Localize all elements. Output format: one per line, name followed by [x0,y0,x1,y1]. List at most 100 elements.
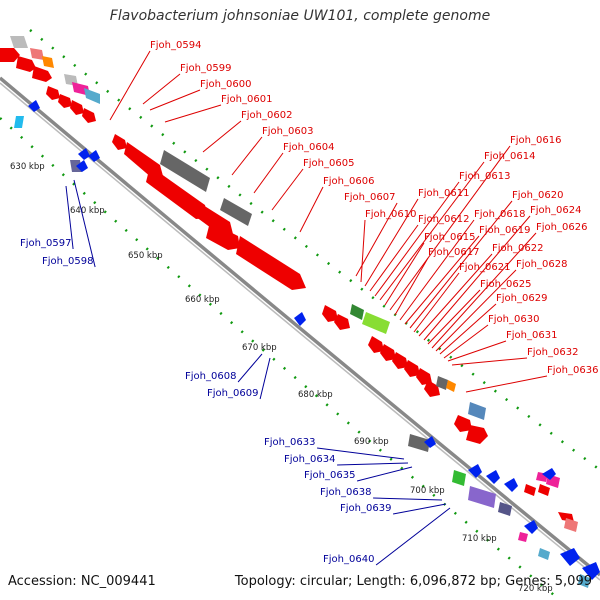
forward-gene-label[interactable]: Fjoh_0632 [527,347,578,358]
forward-gene[interactable] [0,48,20,62]
reverse-gene[interactable] [78,148,90,160]
feature-box[interactable] [30,48,44,60]
reverse-gene[interactable] [468,464,482,478]
forward-gene-label[interactable]: Fjoh_0624 [530,205,581,216]
feature-box[interactable] [84,88,100,104]
forward-gene-label[interactable]: Fjoh_0625 [480,279,531,290]
feature-box[interactable] [14,116,24,128]
feature-box[interactable] [362,312,390,334]
forward-gene-label[interactable]: Fjoh_0630 [488,314,539,325]
forward-gene-label[interactable]: Fjoh_0614 [484,151,535,162]
feature-box[interactable] [160,150,210,192]
feature-box[interactable] [446,380,456,392]
forward-gene[interactable] [112,134,127,150]
forward-gene-leader-line [142,73,181,105]
forward-gene[interactable] [334,314,350,330]
forward-gene-label[interactable]: Fjoh_0631 [506,330,557,341]
forward-gene-label[interactable]: Fjoh_0600 [200,79,251,90]
forward-gene[interactable] [58,94,72,108]
forward-gene-label[interactable]: Fjoh_0620 [512,190,563,201]
forward-gene[interactable] [380,344,396,361]
forward-gene-label[interactable]: Fjoh_0618 [474,209,525,220]
reverse-gene[interactable] [424,436,436,448]
forward-gene-label[interactable]: Fjoh_0615 [424,232,475,243]
feature-box[interactable] [42,56,54,68]
reverse-gene-label[interactable]: Fjoh_0638 [320,487,371,498]
forward-gene[interactable] [236,236,306,290]
forward-gene-label[interactable]: Fjoh_0619 [479,225,530,236]
forward-gene-label[interactable]: Fjoh_0622 [492,243,543,254]
forward-gene[interactable] [538,484,550,496]
reverse-gene-label[interactable]: Fjoh_0639 [340,503,391,514]
forward-gene[interactable] [16,56,36,72]
feature-box[interactable] [498,502,512,516]
forward-gene[interactable] [46,86,60,100]
reverse-gene[interactable] [524,520,538,534]
reverse-gene-label[interactable]: Fjoh_0640 [323,554,374,565]
forward-gene[interactable] [424,380,440,397]
reverse-gene[interactable] [504,478,518,492]
reverse-gene-label[interactable]: Fjoh_0635 [304,470,355,481]
forward-gene-label[interactable]: Fjoh_0611 [418,188,469,199]
forward-gene[interactable] [82,108,96,123]
reverse-gene[interactable] [486,470,500,484]
forward-gene[interactable] [524,484,536,496]
feature-box[interactable] [518,532,528,542]
forward-gene-label[interactable]: Fjoh_0599 [180,63,231,74]
forward-gene[interactable] [206,222,240,250]
reverse-gene[interactable] [582,562,600,580]
reverse-gene[interactable] [542,468,556,480]
forward-gene-label[interactable]: Fjoh_0605 [303,158,354,169]
reverse-gene-label[interactable]: Fjoh_0634 [284,454,335,465]
forward-gene-label[interactable]: Fjoh_0621 [459,262,510,273]
feature-box[interactable] [468,486,496,508]
forward-gene-label[interactable]: Fjoh_0613 [459,171,510,182]
forward-gene-label[interactable]: Fjoh_0628 [516,259,567,270]
feature-box[interactable] [452,470,466,486]
forward-gene[interactable] [466,425,488,444]
forward-gene-label[interactable]: Fjoh_0604 [283,142,334,153]
reverse-gene-label[interactable]: Fjoh_0609 [207,388,258,399]
forward-gene-label[interactable]: Fjoh_0602 [241,110,292,121]
forward-gene[interactable] [392,352,408,369]
reverse-gene-label[interactable]: Fjoh_0633 [264,437,315,448]
forward-gene-label[interactable]: Fjoh_0606 [323,176,374,187]
feature-box[interactable] [350,304,364,320]
forward-gene[interactable] [146,166,208,219]
forward-gene-label[interactable]: Fjoh_0629 [496,293,547,304]
reverse-gene-label[interactable]: Fjoh_0598 [42,256,93,267]
forward-gene-label[interactable]: Fjoh_0607 [344,192,395,203]
feature-box[interactable] [10,36,28,48]
reverse-gene[interactable] [76,160,88,172]
feature-box[interactable] [436,376,448,390]
reverse-gene[interactable] [560,548,580,566]
reverse-gene-label[interactable]: Fjoh_0597 [20,238,71,249]
feature-box[interactable] [538,548,550,560]
forward-gene[interactable] [322,305,338,322]
forward-gene[interactable] [454,415,472,432]
forward-gene-label[interactable]: Fjoh_0594 [150,40,201,51]
forward-gene[interactable] [32,66,52,82]
forward-gene-label[interactable]: Fjoh_0616 [510,135,561,146]
forward-gene[interactable] [368,336,384,353]
forward-gene[interactable] [192,200,233,236]
forward-gene-label[interactable]: Fjoh_0617 [428,247,479,258]
feature-box[interactable] [564,518,578,532]
feature-box[interactable] [220,198,252,226]
reverse-gene-labels: Fjoh_0597Fjoh_0598Fjoh_0608Fjoh_0609Fjoh… [20,179,451,566]
reverse-gene[interactable] [28,100,40,112]
forward-gene-label[interactable]: Fjoh_0612 [418,214,469,225]
forward-gene-label[interactable]: Fjoh_0603 [262,126,313,137]
reverse-gene[interactable] [294,312,306,326]
forward-gene-label[interactable]: Fjoh_0610 [365,209,416,220]
forward-gene-label[interactable]: Fjoh_0626 [536,222,587,233]
forward-gene[interactable] [404,360,420,377]
forward-gene[interactable] [70,100,84,115]
feature-box[interactable] [468,402,486,420]
reverse-gene[interactable] [88,150,100,162]
feature-box[interactable] [408,434,430,452]
feature-box[interactable] [578,574,590,588]
reverse-gene-label[interactable]: Fjoh_0608 [185,371,236,382]
forward-gene-label[interactable]: Fjoh_0601 [221,94,272,105]
forward-gene-label[interactable]: Fjoh_0636 [547,365,598,376]
